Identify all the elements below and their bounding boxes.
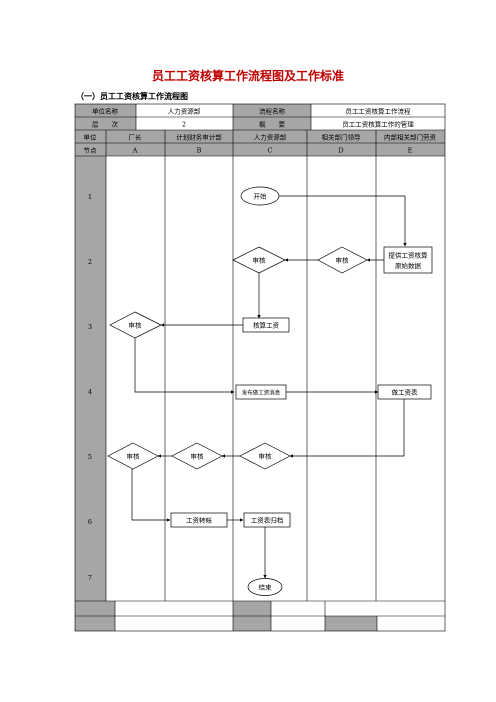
lane-code-e: E [408,147,413,155]
lane-header-b: 计划财务审计部 [176,133,222,142]
end-terminator [247,578,283,596]
review-label: 审核 [259,452,273,461]
provide-data-label-line2: 原始数据 [395,261,422,270]
header-process-name-label: 流程名称 [259,107,286,116]
review-diamond-a3 [109,311,162,339]
lane-code-c: C [268,147,273,155]
node-number: 5 [88,453,92,461]
document-subtitle: （一）员工工资核算工作流程图 [76,92,188,101]
header-level-value: 2 [182,121,186,129]
header-summary-value: 员工工资核算工作的管理 [342,120,414,129]
end-label: 结束 [259,583,273,592]
salary-transfer-box [170,512,228,528]
make-salary-sheet-box [377,384,432,400]
lane-code-d: D [338,147,343,155]
salary-archive-box [243,512,291,528]
salary-transfer-label: 工资转帐 [186,516,213,525]
node-number: 3 [88,323,92,331]
node-number: 4 [88,388,92,396]
review-label: 审核 [253,256,267,265]
header-texts: 单位名称 人力资源部 流程名称 员工工资核算工作流程 层 次 2 概 要 员工工… [84,107,437,155]
node-number: 7 [88,574,92,582]
start-label: 开始 [254,192,268,201]
review-diamond-a5 [107,442,159,470]
provide-data-box [383,246,433,274]
lane-code-b: B [197,147,202,155]
flow-shapes [107,186,433,596]
connectors [131,195,407,579]
review-diamond-c5 [239,442,291,470]
make-salary-sheet-label: 做工资表 [392,388,419,397]
review-label: 审核 [191,452,205,461]
start-terminator [240,186,280,206]
provide-data-label-line1: 提供工资核算 [389,251,429,260]
header-unit-name-label: 单位名称 [92,107,119,116]
node-numbers: 1 2 3 4 5 6 7 [88,193,92,582]
review-diamond-b5 [171,442,223,470]
node-number: 6 [88,518,92,526]
lane-header-a: 厂长 [129,133,143,142]
header-summary-label: 概 要 [259,120,286,129]
node-number: 1 [88,193,92,201]
calc-salary-box [242,317,290,333]
review-diamond-d2 [317,246,368,274]
calc-salary-label: 核算工资 [253,321,280,330]
publish-notice-label: 发布做工资消息 [242,389,281,397]
header-unit-name-value: 人力资源部 [168,107,201,116]
node-number: 2 [88,258,92,266]
lane-header-d: 相关部门领导 [322,133,362,142]
header-level-label: 层 次 [92,120,119,129]
lane-code-a: A [132,147,138,155]
salary-archive-label: 工资表归档 [251,516,284,525]
document-title: 员工工资核算工作流程图及工作标准 [151,69,344,83]
node-label: 节点 [84,147,98,155]
review-diamond-c2 [232,246,286,274]
lane-header-c: 人力资源部 [254,133,287,142]
lane-header-e: 内部相关部门劳资 [384,133,437,142]
header-fills [75,104,445,631]
review-label: 审核 [129,321,143,330]
lane-unit-label: 单位 [84,133,98,142]
publish-notice-box [235,384,287,400]
review-label: 审核 [127,452,141,461]
review-label: 审核 [336,256,350,265]
flow-texts: 开始 审核 审核 提供工资核算 原始数据 审核 核算工资 发布做工资消息 做工资… [127,192,429,592]
grid-lines [74,103,446,632]
header-process-name-value: 员工工资核算工作流程 [346,107,412,116]
